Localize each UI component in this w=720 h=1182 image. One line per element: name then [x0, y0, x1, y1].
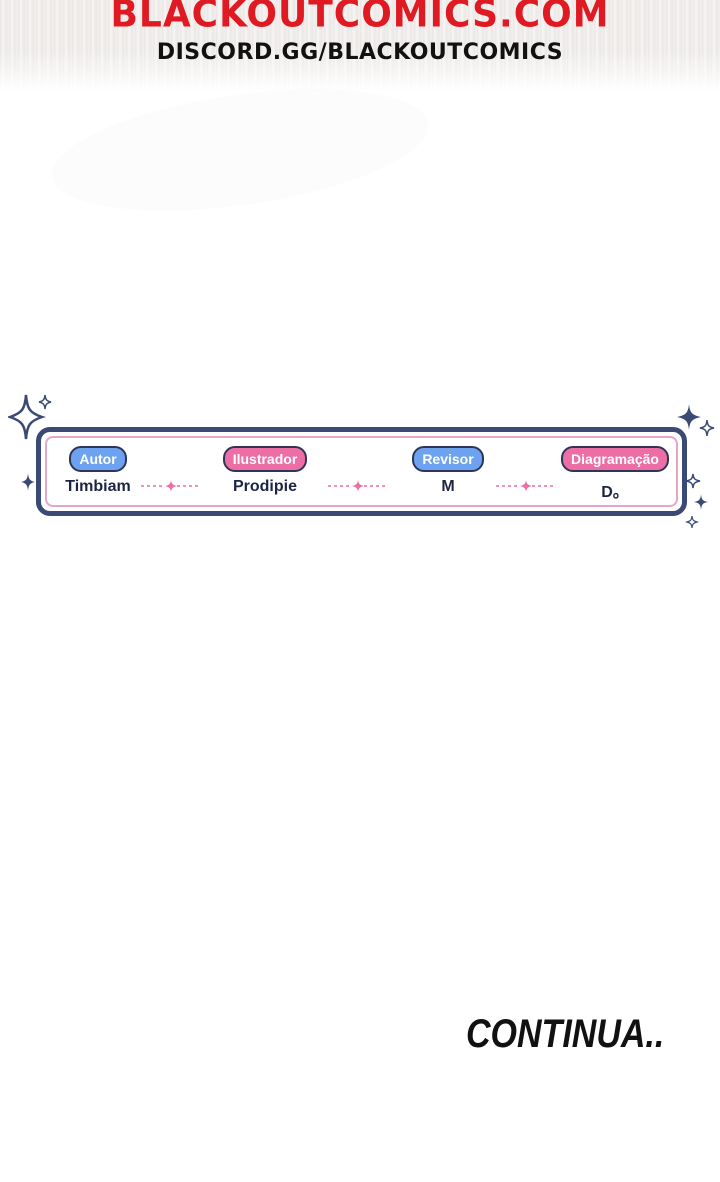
watermark — [44, 69, 436, 231]
continua-caption: CONTINUA.. — [466, 1012, 665, 1056]
site-title[interactable]: BLACKOUTCOMICS.COM — [110, 0, 610, 37]
credit-revisor: Revisor M — [383, 446, 513, 496]
credit-autor: Autor Timbiam — [33, 446, 163, 496]
credit-ilustrador: Ilustrador Prodipie — [200, 446, 330, 496]
header-banner — [0, 0, 720, 92]
connector-divider — [328, 480, 388, 492]
credit-name: Timbiam — [65, 478, 131, 495]
role-badge: Diagramação — [561, 446, 669, 472]
connector-divider — [496, 480, 556, 492]
discord-link[interactable]: DISCORD.GG/BLACKOUTCOMICS — [156, 40, 564, 65]
credits-panel: Autor Timbiam Ilustrador Prodipie Reviso… — [36, 427, 687, 516]
role-badge: Ilustrador — [222, 446, 308, 472]
credits-inner-frame — [45, 436, 678, 507]
sparkle-icon — [21, 473, 35, 491]
connector-divider — [141, 480, 201, 492]
credit-name: M — [441, 478, 455, 495]
credit-name: D。 — [601, 484, 629, 501]
credit-name: Prodipie — [232, 478, 297, 495]
role-badge: Autor — [69, 446, 127, 472]
sparkle-icon — [8, 394, 52, 440]
sparkle-icon — [677, 404, 715, 437]
credit-diagramacao: Diagramação D。 — [545, 446, 685, 502]
role-badge: Revisor — [412, 446, 484, 472]
sparkle-icon — [684, 473, 708, 529]
